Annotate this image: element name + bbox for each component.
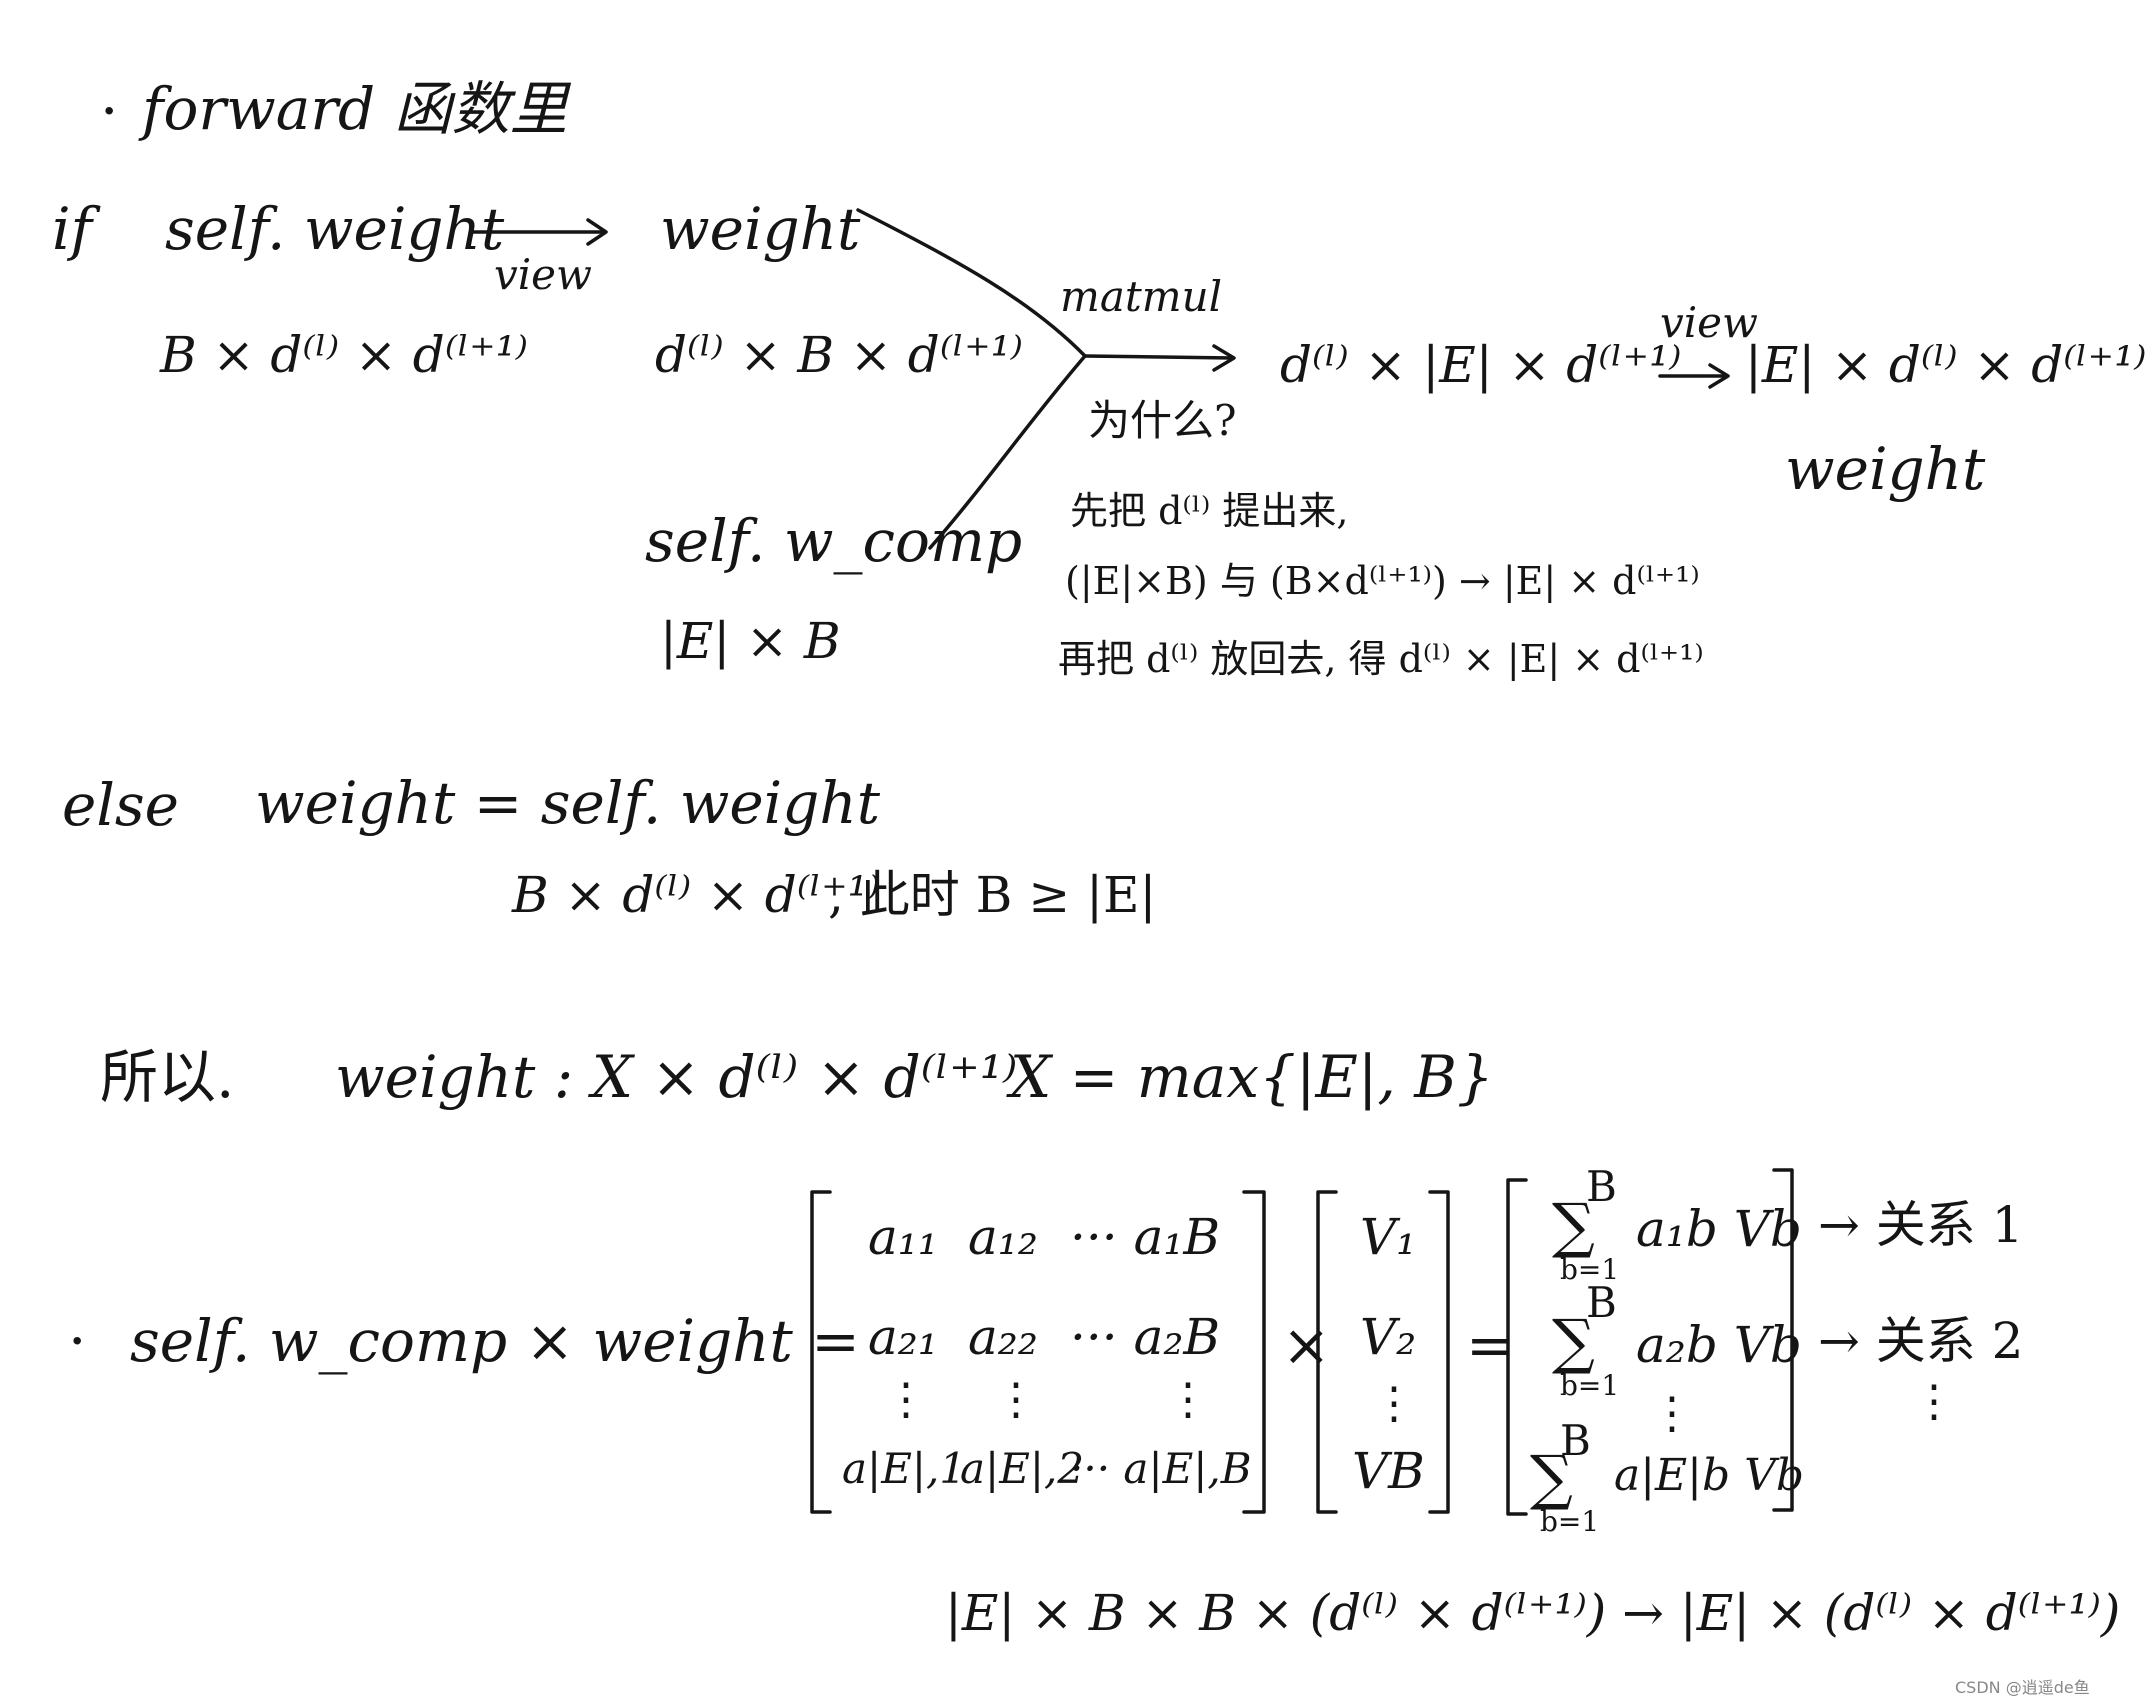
else-statement: weight = self. weight: [255, 769, 881, 837]
sum-upper-limit: B: [1586, 1162, 1617, 1211]
view-arrow-2-head: [1708, 363, 1730, 389]
summary-definition: X = max{|E|, B}: [1010, 1043, 1494, 1111]
sum-term: a|E|b Vb: [1614, 1450, 1805, 1501]
matmul-arrow-line: [1083, 354, 1234, 360]
matrix-cell: a|E|,1: [842, 1444, 967, 1493]
matrix-cell: a₁₂: [968, 1208, 1038, 1266]
heading-bullet: ·: [100, 77, 119, 145]
sum-lower-limit: b=1: [1540, 1505, 1600, 1538]
matrix-cell: a₂₂: [968, 1308, 1038, 1366]
vector-cell: V₁: [1360, 1208, 1417, 1266]
explanation-line-1: 先把 d⁽ˡ⁾ 提出来,: [1070, 489, 1349, 533]
matrix-cell: ··· a₁B: [1070, 1208, 1221, 1266]
relation-vdots: ⋮: [1912, 1376, 1956, 1427]
sum-upper-limit: B: [1560, 1416, 1591, 1465]
result-vdots: ⋮: [1650, 1388, 1694, 1439]
heading-title: forward 函数里: [142, 75, 568, 143]
vector-vdots: ⋮: [1372, 1378, 1416, 1429]
w-comp-shape: |E| × B: [660, 612, 841, 670]
matrix-cell: a₂₁: [868, 1308, 938, 1366]
sum-lower-limit: b=1: [1560, 1253, 1620, 1286]
product-bullet: ·: [68, 1307, 87, 1375]
final-weight-name: weight: [1785, 435, 1986, 503]
csdn-watermark: CSDN @逍遥de鱼: [1955, 1678, 2090, 1697]
matrix-vdots: ⋮: [1166, 1374, 1210, 1425]
summary-statement: weight : X × d⁽ˡ⁾ × d⁽ˡ⁺¹⁾: [335, 1043, 1018, 1111]
source-weight-shape: B × d⁽ˡ⁾ × d⁽ˡ⁺¹⁾: [160, 326, 528, 384]
view-arrow-head: [586, 218, 608, 246]
matrix-vdots: ⋮: [994, 1374, 1038, 1425]
sum-symbol: ∑: [1552, 1191, 1595, 1261]
reshaped-weight-shape: d⁽ˡ⁾ × B × d⁽ˡ⁺¹⁾: [655, 326, 1023, 384]
matrix-cell: a|E|,2: [960, 1444, 1085, 1493]
bottom-shape-formula: |E| × B × B × (d⁽ˡ⁾ × d⁽ˡ⁺¹⁾) → |E| × (d…: [945, 1584, 2121, 1642]
wcomp-branch-line: [928, 354, 1087, 550]
if-keyword: if: [52, 195, 93, 263]
matrix-vdots: ⋮: [884, 1374, 928, 1425]
vector-left-bracket: [1316, 1190, 1338, 1514]
vector-cell: V₂: [1360, 1308, 1417, 1366]
matrix-right-bracket: [1242, 1190, 1266, 1514]
sum-upper-limit: B: [1586, 1278, 1617, 1327]
equals-sign: =: [1466, 1311, 1515, 1379]
result-right-bracket: [1772, 1168, 1794, 1512]
weight-branch-line: [856, 208, 1087, 358]
why-question: 为什么?: [1088, 396, 1237, 445]
view-label-2: view: [1660, 298, 1758, 347]
w-comp-name: self. w_comp: [645, 507, 1023, 575]
relation-label-2: → 关系 2: [1818, 1312, 2024, 1370]
matmul-result-shape: d⁽ˡ⁾ × |E| × d⁽ˡ⁺¹⁾: [1280, 336, 1682, 394]
sum-symbol: ∑: [1552, 1307, 1595, 1377]
product-lhs: self. w_comp × weight =: [130, 1307, 860, 1375]
explanation-line-3: 再把 d⁽ˡ⁾ 放回去, 得 d⁽ˡ⁾ × |E| × d⁽ˡ⁺¹⁾: [1058, 637, 1704, 681]
matrix-cell: ··· a₂B: [1070, 1308, 1221, 1366]
matrix-cell: a₁₁: [868, 1208, 938, 1266]
sum-lower-limit: b=1: [1560, 1369, 1620, 1402]
sum-term: a₁b Vb: [1636, 1200, 1802, 1258]
source-weight-name: self. weight: [165, 195, 505, 263]
else-keyword: else: [62, 771, 179, 839]
sum-term: a₂b Vb: [1636, 1316, 1802, 1374]
explanation-line-2: (|E|×B) 与 (B×d⁽ˡ⁺¹⁾) → |E| × d⁽ˡ⁺¹⁾: [1065, 559, 1700, 603]
sum-symbol: ∑: [1530, 1443, 1573, 1513]
summary-lead: 所以.: [100, 1043, 235, 1111]
else-condition: , 此时 B ≥ |E|: [828, 866, 1157, 924]
vector-right-bracket: [1428, 1190, 1450, 1514]
matrix-cell: ··· a|E|,B: [1070, 1444, 1252, 1493]
matrix-left-bracket: [810, 1190, 832, 1514]
view-label: view: [494, 250, 592, 299]
matmul-label: matmul: [1060, 272, 1223, 321]
relation-label-1: → 关系 1: [1818, 1196, 2024, 1254]
times-sign: ×: [1282, 1311, 1331, 1379]
reshaped-weight-name: weight: [660, 195, 861, 263]
else-shape: B × d⁽ˡ⁾ × d⁽ˡ⁺¹⁾: [512, 866, 880, 924]
result-left-bracket: [1506, 1178, 1528, 1516]
matmul-arrow-head: [1212, 344, 1236, 372]
final-weight-shape: |E| × d⁽ˡ⁾ × d⁽ˡ⁺¹⁾: [1745, 336, 2146, 394]
vector-cell: VB: [1352, 1442, 1425, 1500]
